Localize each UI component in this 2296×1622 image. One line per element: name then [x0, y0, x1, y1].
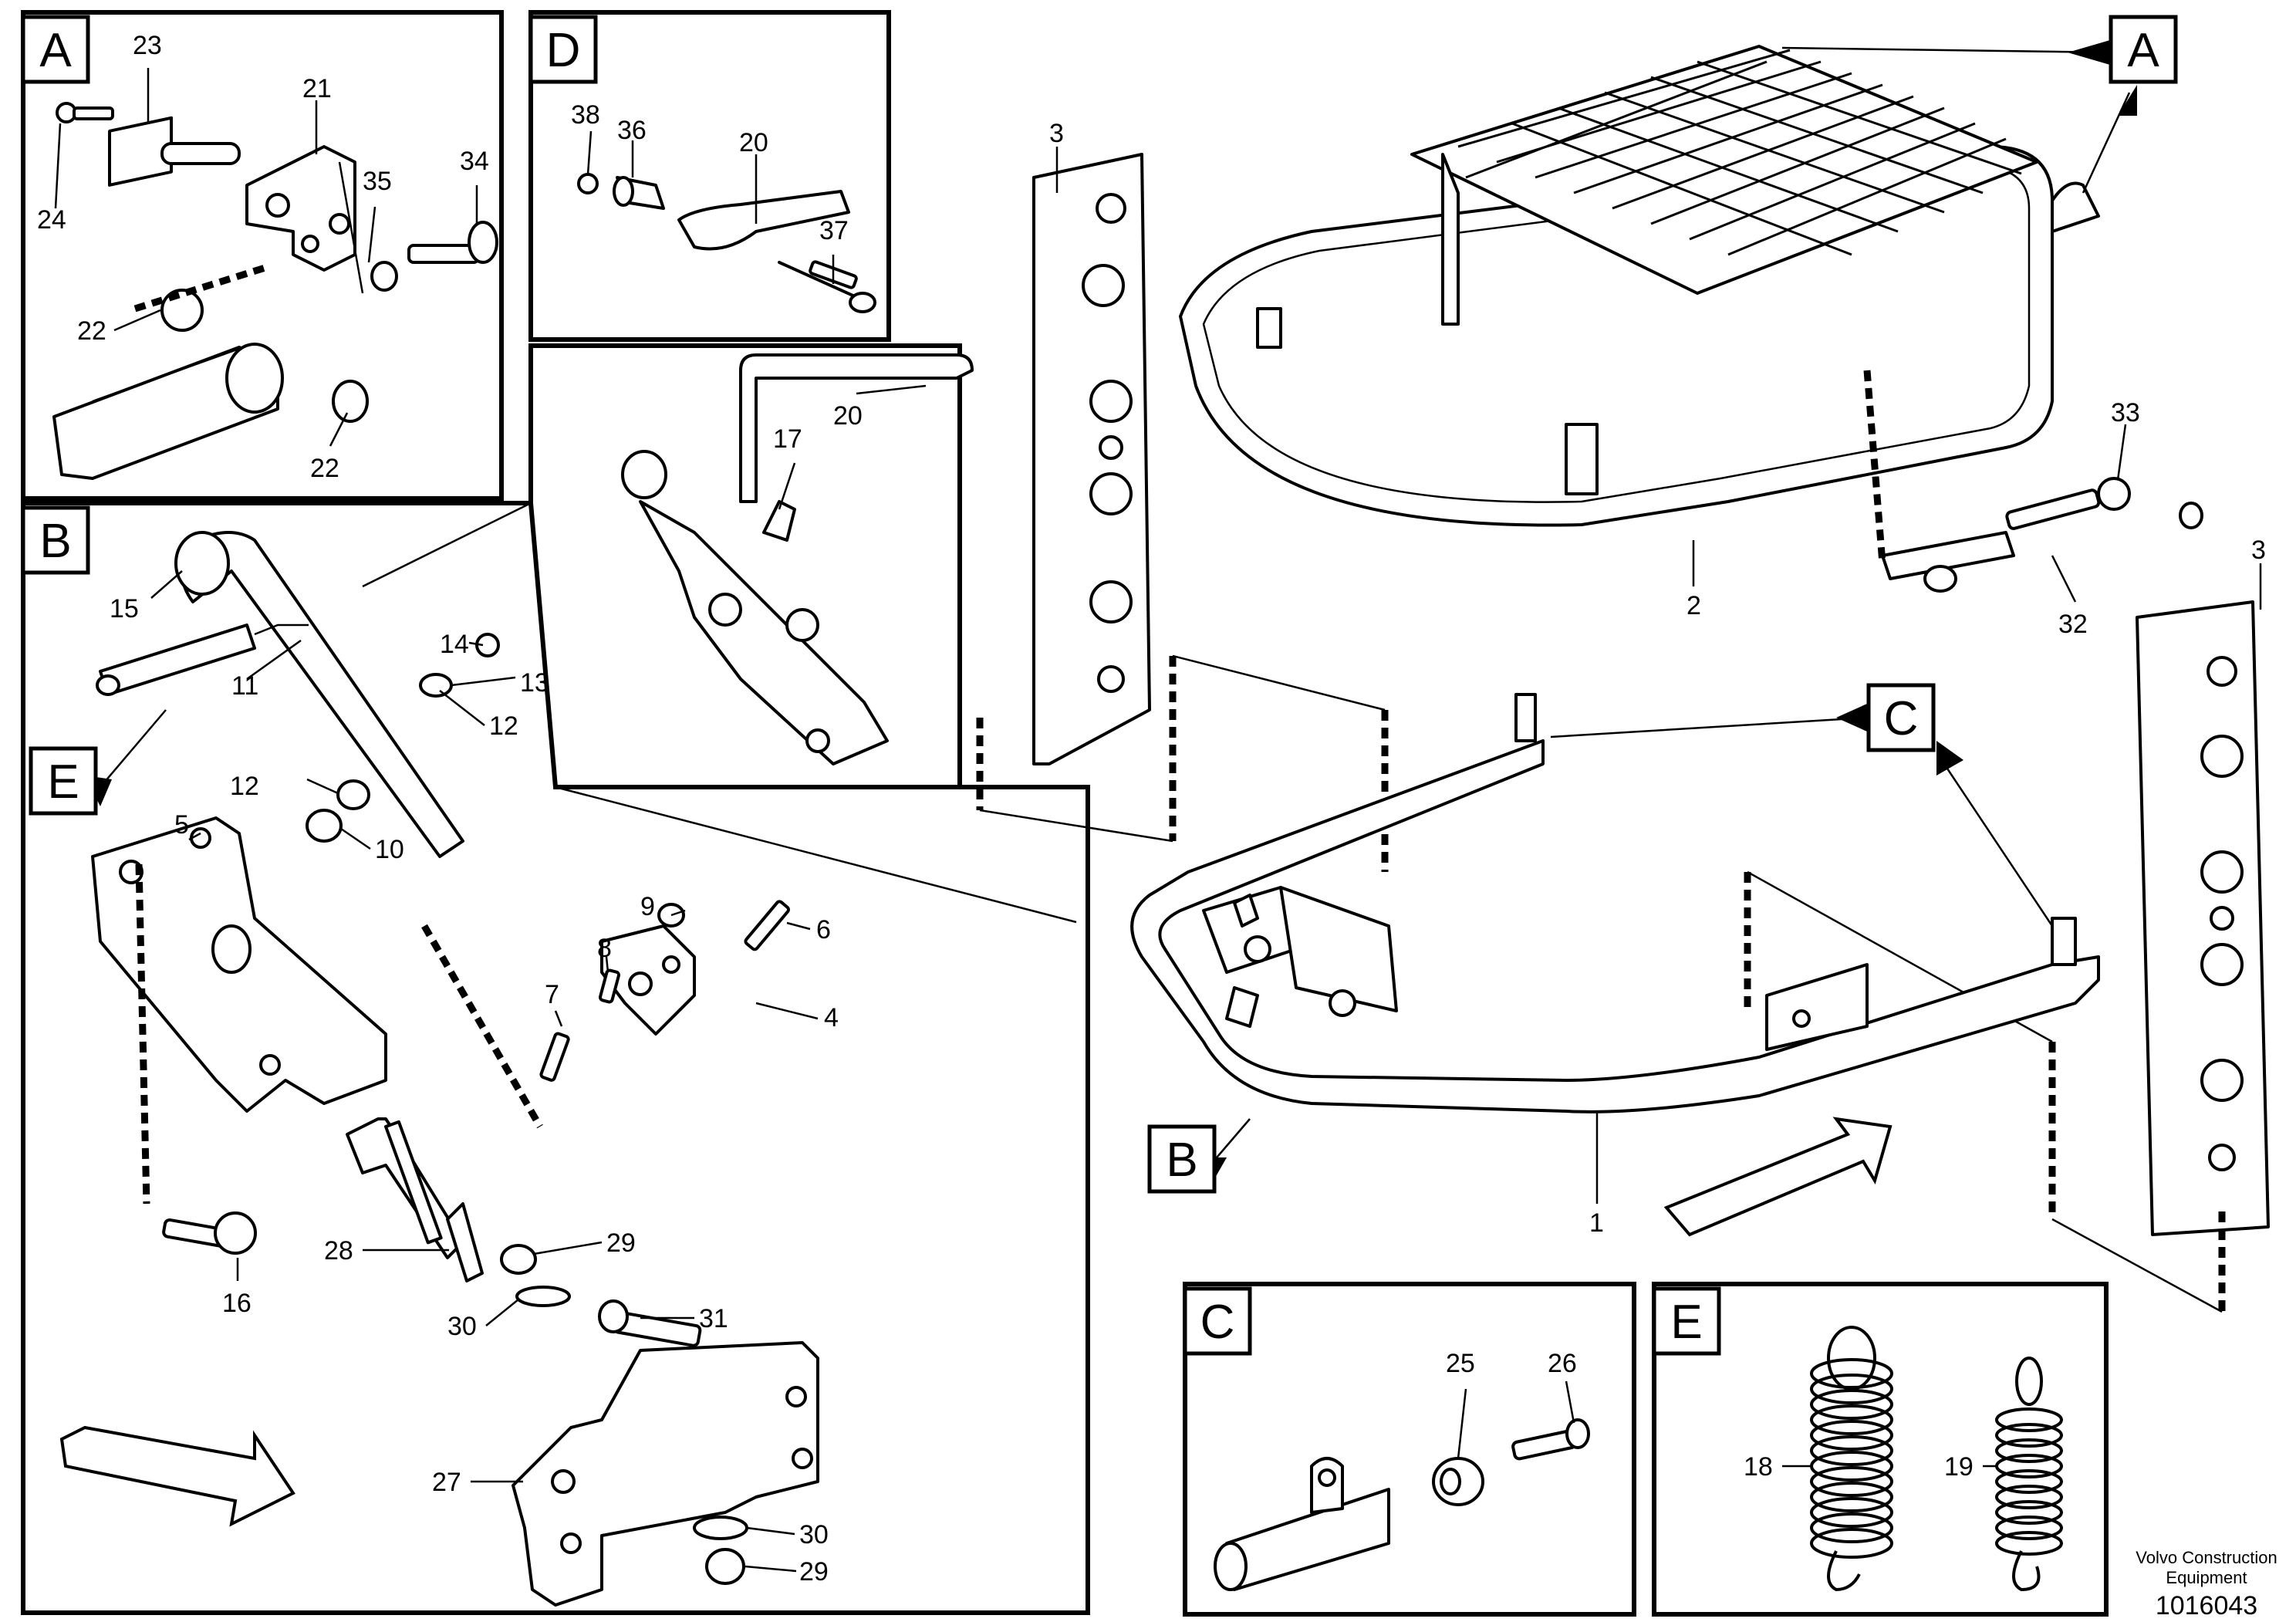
callout-17: 17 — [773, 424, 802, 454]
tag-e-detail-box: E — [1652, 1286, 1721, 1356]
callout-8: 8 — [597, 934, 612, 963]
callout-30-a: 30 — [447, 1312, 477, 1341]
tag-a-main-box: A — [2109, 15, 2178, 84]
callout-20-b: 20 — [833, 401, 863, 431]
detail-c-parts — [1214, 1418, 1590, 1591]
callout-3-b: 3 — [2251, 536, 2266, 565]
callout-11: 11 — [231, 671, 258, 701]
callout-2: 2 — [1687, 591, 1701, 620]
svg-text:B: B — [1166, 1134, 1197, 1187]
drawing-number: 1016043 — [2156, 1591, 2257, 1620]
callout-33: 33 — [2111, 398, 2140, 427]
tag-c-main-box: C — [1866, 683, 1936, 752]
detail-d-parts — [577, 173, 876, 313]
callout-12-b: 12 — [230, 772, 259, 801]
callout-9: 9 — [640, 892, 655, 921]
main-side-plates — [976, 153, 2270, 1313]
callout-21: 21 — [302, 74, 332, 103]
callout-36: 36 — [617, 116, 647, 145]
tag-e-box: E — [29, 746, 98, 816]
svg-text:E: E — [1670, 1296, 1702, 1349]
footer-block: Volvo Construction Equipment 1016043 — [2136, 1548, 2277, 1620]
callout-10: 10 — [375, 835, 404, 864]
callout-5: 5 — [174, 810, 189, 840]
svg-text:B: B — [39, 515, 71, 568]
callout-18: 18 — [1744, 1452, 1773, 1482]
callout-13: 13 — [520, 668, 549, 698]
callout-30-b: 30 — [799, 1520, 829, 1549]
callout-32: 32 — [2058, 610, 2088, 639]
svg-text:D: D — [546, 24, 581, 77]
callout-27: 27 — [432, 1468, 461, 1497]
callout-31: 31 — [699, 1304, 728, 1333]
b-leader-bottom — [555, 786, 1077, 924]
detail-latch-parts — [621, 353, 974, 765]
callout-14: 14 — [440, 630, 469, 659]
detail-b-parts — [59, 531, 819, 1607]
callout-19: 19 — [1944, 1452, 1974, 1482]
callout-1: 1 — [1589, 1208, 1604, 1238]
callout-37: 37 — [819, 216, 849, 245]
callout-6: 6 — [816, 915, 831, 944]
b-leader-top — [362, 502, 532, 588]
svg-text:A: A — [2127, 24, 2159, 77]
main-lower-guard — [1130, 693, 2100, 1237]
callout-34: 34 — [460, 147, 489, 176]
callout-22-a: 22 — [77, 316, 106, 346]
svg-text:A: A — [39, 24, 72, 77]
callout-numbers: 23 21 24 35 34 22 22 38 36 20 37 20 17 1… — [37, 31, 2266, 1587]
callout-22-b: 22 — [310, 454, 339, 483]
tag-a-box: A — [21, 15, 90, 84]
callout-7: 7 — [545, 980, 559, 1009]
tag-b-box: B — [21, 505, 90, 575]
callout-26: 26 — [1548, 1349, 1577, 1378]
detail-a-parts — [52, 102, 498, 480]
callout-38: 38 — [571, 100, 600, 130]
tag-c-detail-box: C — [1183, 1286, 1252, 1356]
svg-text:C: C — [1884, 692, 1919, 745]
svg-text:C: C — [1200, 1296, 1235, 1349]
detail-e-frame — [1652, 1282, 2109, 1617]
svg-text:E: E — [47, 755, 79, 809]
callout-29-b: 29 — [799, 1557, 829, 1587]
callout-23: 23 — [133, 31, 162, 60]
callout-16: 16 — [222, 1289, 252, 1318]
callout-24: 24 — [37, 205, 66, 235]
callout-4: 4 — [824, 1003, 839, 1032]
callout-15: 15 — [110, 594, 139, 623]
company-line-1: Volvo Construction — [2136, 1548, 2277, 1567]
callout-20-a: 20 — [739, 128, 768, 157]
tag-d-box: D — [528, 15, 598, 84]
callout-28: 28 — [324, 1236, 353, 1265]
callout-12-a: 12 — [489, 711, 518, 741]
callout-35: 35 — [363, 167, 392, 196]
company-line-2: Equipment — [2166, 1568, 2247, 1587]
leader-lines — [54, 68, 2262, 1573]
callout-29-a: 29 — [606, 1228, 636, 1258]
callout-25: 25 — [1446, 1349, 1475, 1378]
tag-b-main-box: B — [1147, 1124, 1217, 1194]
main-upper-guard — [1179, 45, 2203, 593]
callout-3-a: 3 — [1049, 119, 1064, 148]
